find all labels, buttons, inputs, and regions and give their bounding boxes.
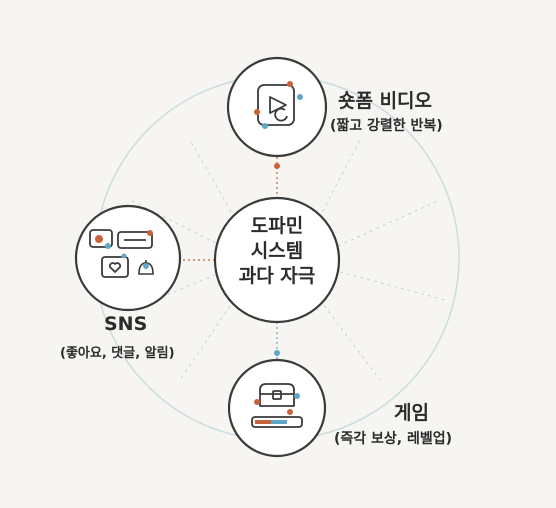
- center-line-2: 시스템: [250, 240, 304, 262]
- chat-bubbles-icon: [89, 229, 153, 278]
- bell-icon: [138, 260, 154, 275]
- video-title: 숏폼 비디오: [338, 90, 433, 112]
- game-subtitle: (즉각 보상, 레벨업): [334, 431, 453, 447]
- video-subtitle: (짧고 강렬한 반복): [330, 118, 443, 134]
- sns-title: SNS: [104, 313, 148, 335]
- center-line-3: 과다 자극: [238, 265, 316, 287]
- video-node: [226, 56, 328, 158]
- sns-subtitle: (좋아요, 댓글, 알림): [60, 346, 175, 361]
- radial-spokes: [129, 139, 446, 381]
- treasure-chest-icon: [259, 383, 295, 407]
- play-video-icon: [257, 84, 295, 126]
- center-line-1: 도파민: [250, 215, 304, 237]
- game-node: [227, 358, 327, 458]
- game-title: 게임: [394, 402, 429, 424]
- sns-node: [74, 204, 182, 312]
- level-progress-bar: [251, 416, 303, 428]
- center-label: 도파민 시스템 과다 자극: [209, 214, 345, 289]
- center-circle: [213, 196, 341, 324]
